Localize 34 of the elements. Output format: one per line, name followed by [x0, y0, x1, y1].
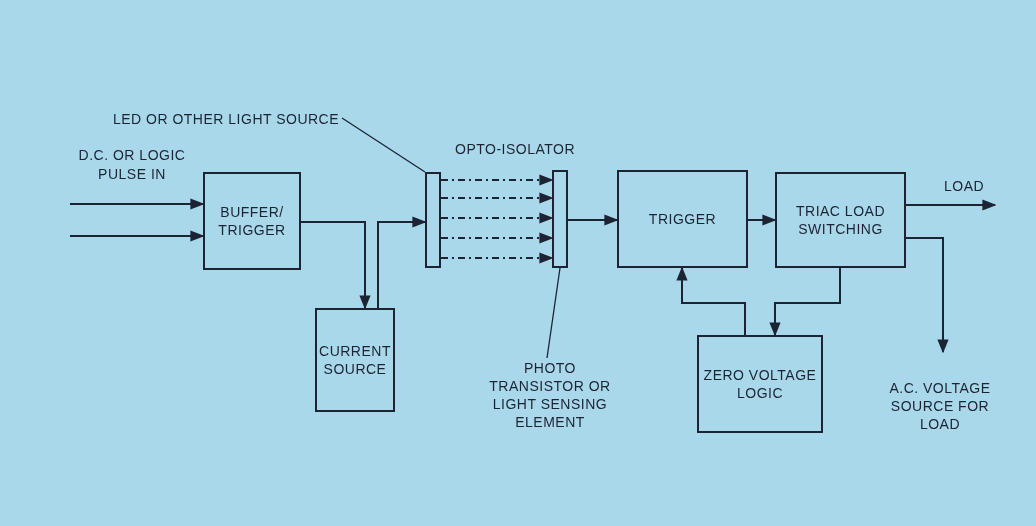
arrow	[69, 230, 205, 242]
leader-line	[546, 267, 561, 359]
box-label: ZERO VOLTAGE LOGIC	[702, 365, 818, 403]
component-label: OPTO-ISOLATOR	[455, 140, 576, 159]
output-label: A.C. VOLTAGE SOURCE FOR LOAD	[888, 378, 992, 434]
process-box	[203, 172, 301, 270]
light-source-box	[425, 172, 441, 268]
arrow	[905, 237, 949, 354]
arrow	[769, 267, 841, 337]
process-box	[775, 172, 906, 268]
process-box	[315, 308, 395, 412]
arrow	[377, 216, 427, 309]
callout-text: LED OR OTHER LIGHT SOURCE	[112, 109, 340, 129]
arrow	[440, 192, 554, 204]
arrow	[440, 174, 554, 186]
arrow	[300, 221, 371, 310]
arrow	[676, 266, 746, 336]
box-label: CURRENT SOURCE	[318, 341, 392, 379]
arrow	[440, 252, 554, 264]
box-label: TRIAC LOAD SWITCHING	[795, 201, 886, 239]
box-label: TRIGGER	[648, 209, 717, 229]
arrow	[440, 212, 554, 224]
leader-line	[341, 117, 426, 173]
box-label: BUFFER/ TRIGGER	[217, 202, 287, 240]
arrow	[747, 214, 777, 226]
arrow	[69, 198, 205, 210]
sensor-box	[552, 170, 568, 268]
input-label: D.C. OR LOGIC PULSE IN	[77, 146, 187, 184]
process-box	[617, 170, 748, 268]
arrow	[440, 232, 554, 244]
process-box	[697, 335, 823, 433]
arrow	[905, 199, 997, 211]
arrow	[567, 214, 619, 226]
callout-text: PHOTO TRANSISTOR OR LIGHT SENSING ELEMENT	[488, 358, 612, 432]
